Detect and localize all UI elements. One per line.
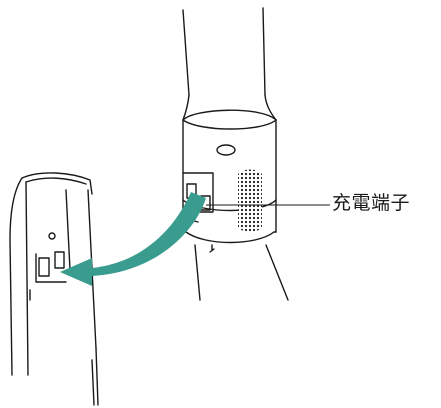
vacuum-handle-pipe-icon <box>182 7 289 301</box>
charging-stand-icon <box>9 172 99 406</box>
vent-grille <box>238 169 262 232</box>
curved-arrow-icon <box>60 192 206 286</box>
charging-terminal-label: 充電端子 <box>332 192 411 214</box>
